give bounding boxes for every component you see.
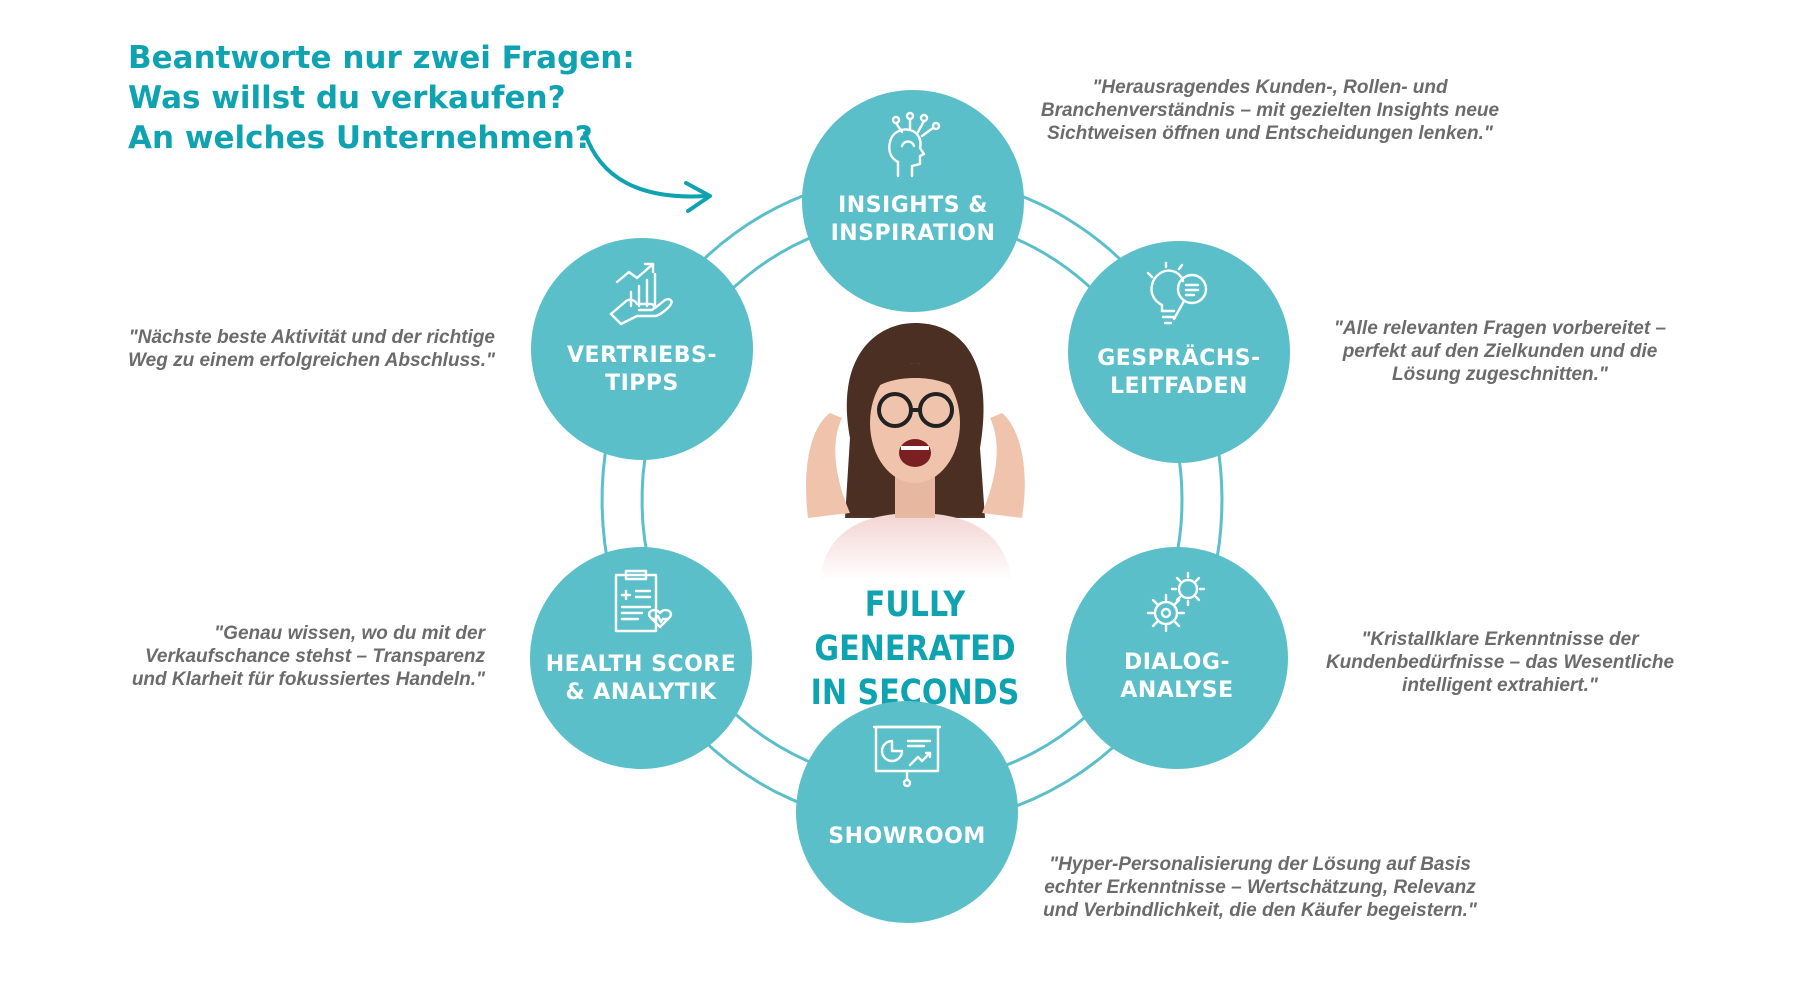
quote-dialoganalyse-line-1: "Kristallklare Erkenntnisse der: [1361, 629, 1639, 650]
quote-dialoganalyse-line-2: Kundenbedürfnisse – das Wesentliche: [1325, 652, 1675, 673]
node-showroom-label-1: SHOWROOM: [828, 824, 986, 849]
quote-vertriebstipps-line-2: Weg zu einem erfolgreichen Abschluss.": [128, 350, 495, 371]
quote-health-score-line-3: und Klarheit für fokussiertes Handeln.": [131, 669, 485, 690]
quote-insights: "Herausragendes Kunden-, Rollen- und Bra…: [1010, 76, 1530, 145]
quote-gespraechsleitfaden-line-3: Lösung zugeschnitten.": [1392, 364, 1608, 385]
node-gespraechsleitfaden: GESPRÄCHS- LEITFADEN: [1068, 241, 1290, 463]
quote-showroom: "Hyper-Personalisierung der Lösung auf B…: [1020, 853, 1500, 922]
node-insights-label-1: INSIGHTS &: [838, 193, 988, 218]
node-health-score-label-1: HEALTH SCORE: [545, 652, 737, 677]
intro-arrow-icon: [583, 131, 707, 199]
quote-health-score: "Genau wissen, wo du mit der Verkaufscha…: [100, 622, 485, 691]
gears-icon: [1146, 571, 1206, 633]
quote-gespraechsleitfaden-line-1: "Alle relevanten Fragen vorbereitet –: [1333, 318, 1667, 339]
excited-woman-photo: [780, 318, 1050, 580]
clipboard-heart-icon: [614, 569, 673, 633]
quote-showroom-line-3: und Verbindlichkeit, die den Käufer bege…: [1043, 900, 1477, 921]
node-dialoganalyse: DIALOG- ANALYSE: [1066, 547, 1288, 769]
center-slogan: FULLY GENERATED IN SECONDS: [782, 583, 1049, 715]
quote-insights-line-3: Sichtweisen öffnen und Entscheidungen le…: [1047, 123, 1493, 144]
quote-dialoganalyse-line-3: intelligent extrahiert.": [1402, 675, 1598, 696]
node-showroom: SHOWROOM: [796, 701, 1018, 923]
quote-vertriebstipps-line-1: "Nächste beste Aktivität und der richtig…: [128, 327, 495, 348]
node-vertriebstipps-label-1: VERTRIEBS-: [567, 343, 717, 368]
quote-gespraechsleitfaden-line-2: perfekt auf den Zielkunden und die: [1342, 341, 1658, 362]
hand-growth-chart-icon: [609, 262, 673, 326]
node-insights: INSIGHTS & INSPIRATION: [802, 90, 1024, 312]
quote-vertriebstipps: "Nächste beste Aktivität und der richtig…: [80, 326, 495, 372]
headline-line-1: Beantworte nur zwei Fragen:: [128, 40, 635, 76]
node-gespraechsleitfaden-label-1: GESPRÄCHS-: [1097, 346, 1261, 371]
node-dialoganalyse-label-1: DIALOG-: [1123, 650, 1231, 675]
quote-gespraechsleitfaden: "Alle relevanten Fragen vorbereitet – pe…: [1300, 317, 1700, 386]
node-vertriebstipps: VERTRIEBS- TIPPS: [531, 238, 753, 460]
quote-health-score-line-2: Verkaufschance stehst – Transparenz: [144, 646, 485, 667]
headline: Beantworte nur zwei Fragen: Was willst d…: [128, 38, 635, 158]
node-insights-label-2: INSPIRATION: [830, 221, 996, 246]
node-dialoganalyse-label-2: ANALYSE: [1120, 678, 1234, 703]
intro-arrow-head-icon: [684, 181, 712, 213]
quote-showroom-line-2: echter Erkenntnisse – Wertschätzung, Rel…: [1044, 877, 1476, 898]
center-slogan-line-1: FULLY GENERATED: [814, 585, 1016, 669]
quote-dialoganalyse: "Kristallklare Erkenntnisse der Kundenbe…: [1300, 628, 1700, 697]
node-health-score: HEALTH SCORE & ANALYTIK: [530, 547, 752, 769]
quote-showroom-line-1: "Hyper-Personalisierung der Lösung auf B…: [1049, 854, 1471, 875]
node-gespraechsleitfaden-label-2: LEITFADEN: [1110, 374, 1248, 399]
head-ideas-icon: [888, 111, 941, 178]
node-vertriebstipps-label-2: TIPPS: [605, 371, 679, 396]
quote-health-score-line-1: "Genau wissen, wo du mit der: [214, 623, 485, 644]
quote-insights-line-2: Branchenverständnis – mit gezielten Insi…: [1040, 100, 1500, 121]
quote-insights-line-1: "Herausragendes Kunden-, Rollen- und: [1092, 77, 1448, 98]
headline-line-3: An welches Unternehmen?: [128, 120, 593, 156]
presentation-board-icon: [872, 725, 942, 788]
node-health-score-label-2: & ANALYTIK: [565, 680, 717, 705]
lightbulb-magnifier-icon: [1146, 261, 1208, 325]
headline-line-2: Was willst du verkaufen?: [128, 80, 566, 116]
